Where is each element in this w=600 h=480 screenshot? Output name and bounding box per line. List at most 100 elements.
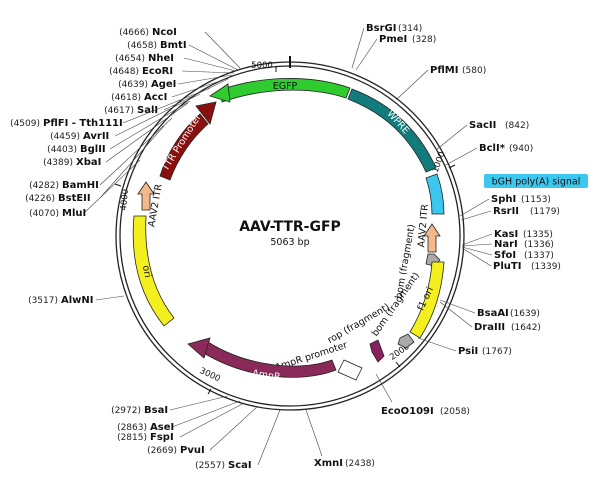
feature-egfp: EGFP [209, 78, 351, 103]
tick-label-4000: 4000 [119, 189, 131, 211]
tick-label-5000: 5000 [251, 61, 273, 71]
svg-text:FspI: FspI [150, 432, 174, 443]
site-asei: (2863) AseI [117, 400, 241, 433]
feature-label-egfp: EGFP [273, 81, 298, 92]
site-bmti: (4658) BmtI [127, 40, 239, 71]
site-bsteii: (4226) BstEII [25, 125, 165, 204]
svg-text:XbaI: XbaI [76, 157, 101, 168]
site-ncoi: (4666) NcoI [119, 27, 241, 69]
site-pluti: PluTI (1339) [461, 247, 561, 272]
svg-text:(4639): (4639) [118, 80, 148, 90]
site-nhei: (4654) NheI [115, 53, 237, 72]
svg-text:BamHI: BamHI [62, 180, 99, 191]
site-ecori: (4648) EcoRI [109, 66, 235, 77]
plasmid-length: 5063 bp [270, 237, 309, 248]
svg-text:NarI: NarI [494, 239, 518, 250]
bgh-label-box [484, 174, 588, 188]
svg-text:(4070): (4070) [29, 209, 59, 219]
svg-text:SphI: SphI [491, 194, 516, 205]
site-xmni: XmnI (2438) [305, 409, 375, 469]
feature-label-ttr-promoter: TTR Promoter [160, 112, 204, 174]
svg-text:(580): (580) [462, 66, 486, 76]
feature-label-bgh: bGH poly(A) signal [492, 177, 581, 188]
svg-text:(4226): (4226) [25, 194, 55, 204]
svg-text:DraIII: DraIII [474, 322, 505, 333]
feature-label-ampr: AmpR [252, 368, 282, 383]
svg-text:KasI: KasI [494, 229, 518, 240]
svg-text:(1153): (1153) [521, 195, 551, 205]
svg-text:(1642): (1642) [511, 323, 541, 333]
svg-text:BsaAI: BsaAI [477, 308, 509, 319]
site-scai: (2557) ScaI [195, 409, 281, 471]
svg-text:AvrII: AvrII [83, 131, 109, 142]
svg-text:MluI: MluI [62, 208, 86, 219]
feature-label-ori: ori [140, 265, 153, 279]
svg-text:(2438): (2438) [345, 459, 375, 469]
svg-text:(4648): (4648) [109, 67, 139, 77]
site-bsaai: BsaAI (1639) [439, 299, 540, 319]
svg-text:BsrGI: BsrGI [366, 23, 396, 34]
site-rsrii: RsrII (1179) [460, 206, 560, 221]
feature-ttr-promoter: TTR Promoter [159, 101, 217, 181]
site-xbai: (4389) XbaI [43, 102, 189, 168]
svg-text:NcoI: NcoI [152, 27, 177, 38]
svg-text:SacII: SacII [469, 120, 496, 131]
svg-text:PluTI: PluTI [493, 261, 521, 272]
svg-text:XmnI: XmnI [314, 458, 343, 469]
site-bsrgi: BsrGI (314) [351, 23, 422, 69]
site-pflmi: PflMI (580) [395, 65, 486, 101]
svg-text:BmtI: BmtI [160, 40, 187, 51]
site-acci: (4618) AccI [111, 77, 230, 103]
svg-text:PmeI: PmeI [379, 34, 407, 45]
svg-text:PflMI: PflMI [430, 65, 458, 76]
site-sali: (4617) SalI [104, 78, 229, 116]
svg-text:(2557): (2557) [195, 461, 225, 471]
site-bsai: (2972) BsaI [111, 395, 229, 416]
site-bcli-star: BclI* (940) [443, 143, 533, 167]
svg-text:(4282): (4282) [29, 181, 59, 191]
svg-text:(1639): (1639) [510, 309, 540, 319]
svg-text:(2972): (2972) [111, 406, 141, 416]
svg-text:SalI: SalI [137, 105, 158, 116]
svg-text:(1179): (1179) [530, 207, 560, 217]
site-pvui: (2669) PvuI [147, 405, 259, 456]
feature-itr-right: AAV2 ITR [416, 203, 441, 253]
svg-text:(1339): (1339) [531, 262, 561, 272]
svg-text:(4666): (4666) [119, 28, 149, 38]
svg-text:(2863): (2863) [117, 423, 147, 433]
site-psii: PsiI (1767) [417, 337, 512, 357]
svg-text:AgeI: AgeI [151, 79, 176, 90]
site-alwni: (3517) AlwNI [28, 295, 125, 306]
svg-text:EcoO109I: EcoO109I [381, 406, 434, 417]
svg-text:AccI: AccI [144, 92, 167, 103]
svg-text:(1767): (1767) [482, 347, 512, 357]
feature-label-itr-right: AAV2 ITR [416, 203, 431, 248]
svg-text:(842): (842) [505, 121, 529, 131]
svg-text:PvuI: PvuI [180, 445, 205, 456]
svg-text:(1336): (1336) [524, 240, 554, 250]
svg-text:(4654): (4654) [115, 54, 145, 64]
svg-text:(328): (328) [412, 35, 436, 45]
svg-text:BglII: BglII [80, 144, 106, 155]
svg-text:PflFI - Tth111I: PflFI - Tth111I [43, 118, 123, 129]
svg-text:(2058): (2058) [440, 407, 470, 417]
tick-5000: 5000 [251, 61, 277, 72]
svg-text:(3517): (3517) [28, 296, 58, 306]
site-sphi: SphI (1153) [459, 194, 551, 217]
svg-text:(1337): (1337) [524, 251, 554, 261]
svg-text:(2669): (2669) [147, 446, 177, 456]
svg-text:(940): (940) [509, 144, 533, 154]
site-bamhi: (4282) BamHI [29, 117, 173, 191]
site-draiii: DraIII (1642) [439, 301, 541, 333]
svg-text:(4459): (4459) [50, 132, 80, 142]
svg-text:(1335): (1335) [523, 230, 553, 240]
svg-text:ScaI: ScaI [228, 460, 252, 471]
svg-text:(4389): (4389) [43, 158, 73, 168]
svg-text:(314): (314) [398, 24, 422, 34]
svg-text:AseI: AseI [150, 422, 174, 433]
site-kasi: KasI (1335) [461, 229, 553, 246]
svg-text:(4658): (4658) [127, 41, 157, 51]
site-agei: (4639) AgeI [118, 74, 233, 90]
svg-text:EcoRI: EcoRI [142, 66, 173, 77]
